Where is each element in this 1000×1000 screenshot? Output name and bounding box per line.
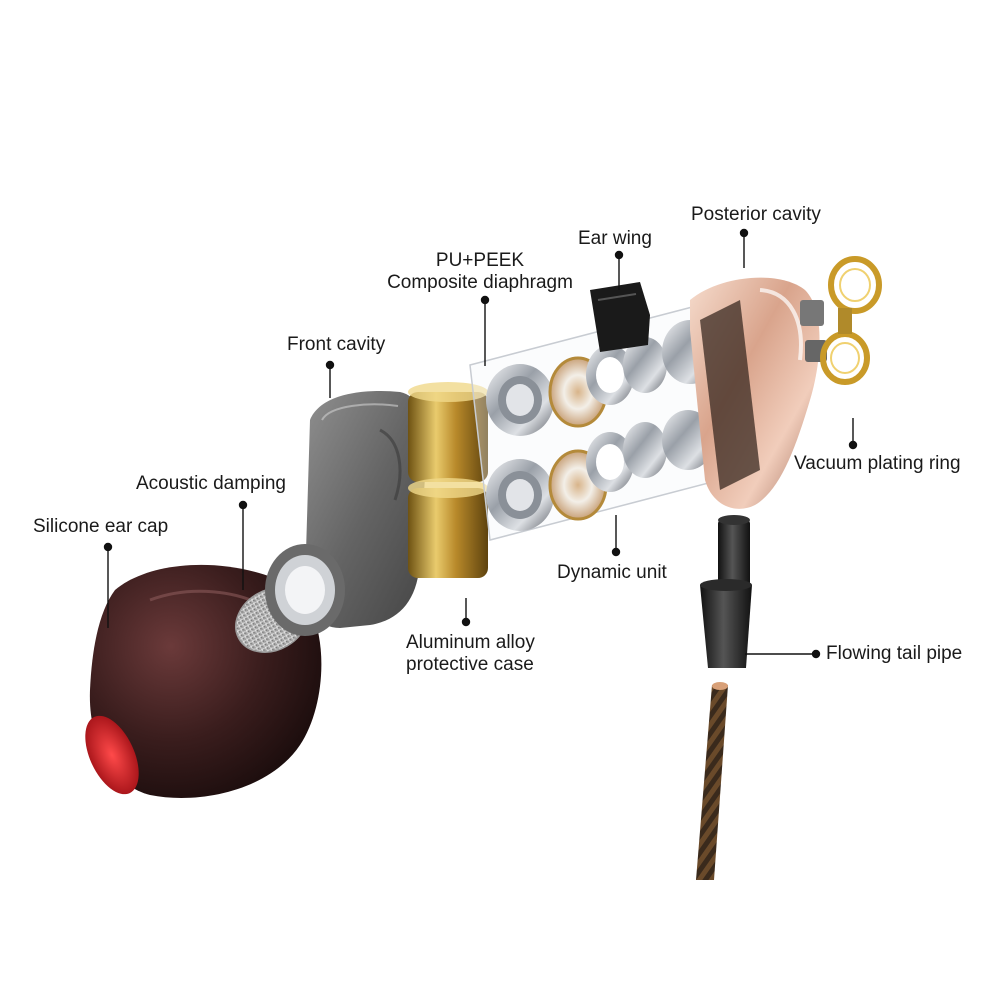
flowing-tail-pipe [700, 515, 752, 668]
label-ear-wing: Ear wing [578, 228, 652, 249]
label-front-cavity: Front cavity [287, 334, 386, 355]
label-diaphragm-line1: PU+PEEK [435, 250, 525, 271]
front-cavity-shell [265, 390, 427, 636]
label-posterior-cavity: Posterior cavity [691, 204, 821, 225]
dynamic-unit-lower [486, 410, 714, 531]
ear-wing [590, 282, 650, 352]
vacuum-plating-ring [820, 256, 882, 385]
aluminum-alloy-case [408, 382, 488, 578]
label-dynamic-unit: Dynamic unit [557, 562, 667, 583]
earphone-cable [696, 682, 728, 880]
leader-lines [103, 228, 858, 659]
label-vacuum-plating-ring: Vacuum plating ring [794, 453, 961, 474]
posterior-cavity-shell [690, 277, 827, 509]
front-cavity-nozzle [265, 544, 345, 636]
label-case-line2: protective case [406, 654, 534, 675]
dynamic-unit-upper [486, 320, 718, 436]
label-acoustic-damping: Acoustic damping [136, 473, 286, 494]
label-diaphragm-line2: Composite diaphragm [387, 272, 573, 293]
label-case-line1: Aluminum alloy [406, 632, 535, 653]
label-flowing-tail-pipe: Flowing tail pipe [826, 643, 963, 664]
label-silicone-ear-cap: Silicone ear cap [33, 516, 169, 537]
